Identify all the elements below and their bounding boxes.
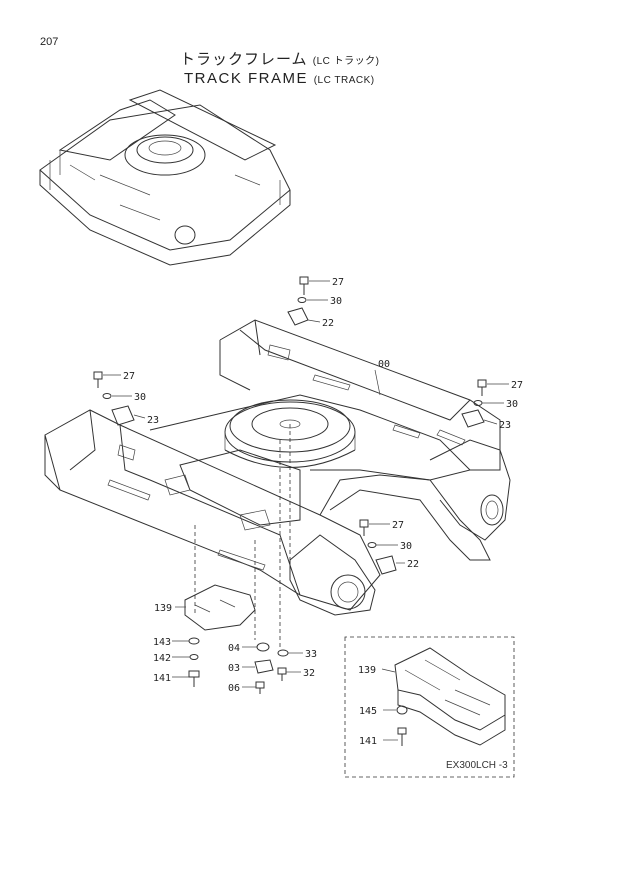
fastener-parts (93, 276, 487, 694)
callout-23-right: 23 (499, 420, 511, 431)
callout-27-top: 27 (332, 277, 344, 288)
callout-33: 33 (305, 649, 317, 660)
callout-03: 03 (228, 663, 240, 674)
title-japanese: トラックフレーム (LC トラック) (180, 48, 379, 69)
title-english-suffix: (LC TRACK) (313, 75, 375, 86)
title-english: TRACK FRAME (LC TRACK) (184, 70, 375, 87)
title-english-main: TRACK FRAME (184, 70, 309, 87)
callout-32: 32 (303, 668, 315, 679)
callout-00: 00 (378, 359, 390, 370)
inset-callout-145: 145 (359, 706, 377, 717)
callout-139: 139 (154, 603, 172, 614)
callout-30-left: 30 (134, 392, 146, 403)
page-number: 207 (40, 36, 59, 48)
callout-23-left: 23 (147, 415, 159, 426)
inset-callout-141: 141 (359, 736, 377, 747)
callout-142: 142 (153, 653, 171, 664)
callout-27-mid: 27 (392, 520, 404, 531)
inset-callout-139: 139 (358, 665, 376, 676)
callout-30-right: 30 (506, 399, 518, 410)
callout-143: 143 (153, 637, 171, 648)
title-japanese-main: トラックフレーム (180, 51, 308, 68)
title-japanese-suffix: (LC トラック) (312, 56, 380, 67)
hidden-lines (194, 424, 291, 650)
callout-30-mid: 30 (400, 541, 412, 552)
inset-detail: 139 145 141 EX300LCH -3 (344, 636, 515, 778)
callout-22-top: 22 (322, 318, 334, 329)
callout-22-mid: 22 (407, 559, 419, 570)
callout-141: 141 (153, 673, 171, 684)
callout-27-left: 27 (123, 371, 135, 382)
leader-lines (103, 280, 509, 688)
callout-numbers: 00 27 30 22 27 30 23 27 30 23 27 30 22 1… (123, 277, 523, 694)
overview-illustration (39, 89, 291, 266)
callout-06: 06 (228, 683, 240, 694)
callout-27-right: 27 (511, 380, 523, 391)
track-frame-main (44, 319, 511, 616)
callout-04: 04 (228, 643, 240, 654)
figure-code: EX300LCH -3 (446, 760, 508, 771)
callout-30-top: 30 (330, 296, 342, 307)
